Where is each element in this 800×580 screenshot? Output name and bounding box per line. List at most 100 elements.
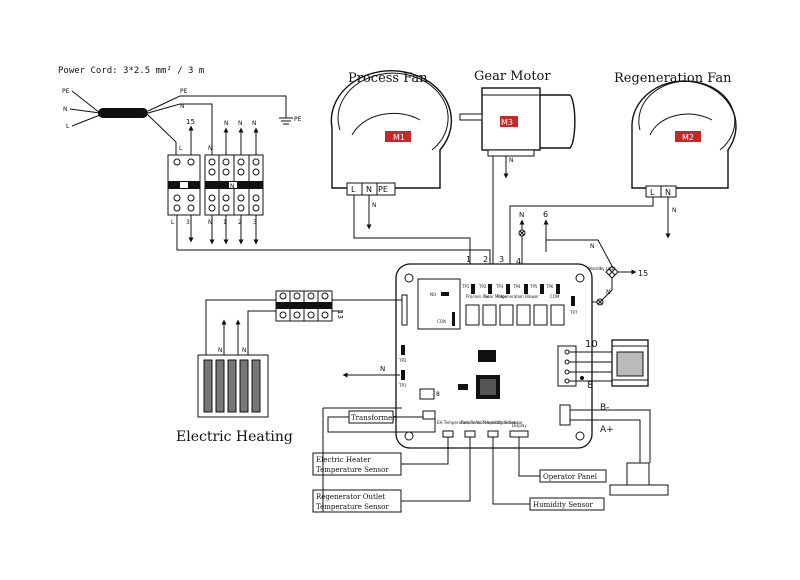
- ground-symbol: [279, 117, 293, 125]
- sensor-conn-return: [464, 430, 476, 438]
- tp-mid-b-label: TP1: [398, 383, 407, 388]
- chip-small-2: [458, 384, 468, 390]
- ten-label: 10: [585, 339, 598, 350]
- board-connector-8: [419, 388, 435, 400]
- breaker-right-top-label-3: N: [208, 145, 213, 152]
- eight-label: 8: [587, 380, 593, 391]
- board-slot-left: [401, 294, 408, 326]
- gear-motor-badge-text: M3: [501, 118, 513, 127]
- tp-label-6: TP6: [545, 284, 554, 289]
- board-terminal-1: 1: [466, 255, 471, 264]
- heater-sensor-callout-line1: Electric Heater: [316, 456, 371, 464]
- process-fan-terminal-pe: PE: [378, 185, 388, 194]
- regen-fan-n-label: N: [672, 207, 677, 214]
- regen-fan-title: Regeneration Fan: [614, 71, 732, 86]
- eight-junction: [580, 376, 584, 380]
- connector-10-pins: [564, 349, 570, 384]
- regen-fan-badge-text: M2: [682, 133, 694, 142]
- gear-motor-body: [459, 87, 576, 157]
- tp-connector-row: [471, 284, 560, 294]
- power-cord-label: Power Cord: 3*2.5 mm² / 3 m: [58, 66, 204, 76]
- breaker-right-feed: [180, 103, 213, 155]
- contactor-con-label: CON: [437, 319, 446, 324]
- transformer-connector: [422, 410, 436, 420]
- heater-n2-label: N: [242, 347, 247, 354]
- breaker-right-mid-label: N: [230, 183, 235, 190]
- connector-10: [557, 345, 577, 387]
- lamp-symbol-top: [518, 229, 526, 237]
- heater-n-label: N: [218, 347, 223, 354]
- process-fan-housing: [330, 70, 453, 189]
- board-terminal-3: 3: [499, 255, 504, 264]
- transformer-wires: [327, 416, 436, 433]
- four-label: 4: [516, 257, 521, 266]
- process-fan-badge: [385, 131, 411, 142]
- tp-label-4: TP4: [512, 284, 521, 289]
- process-fan-n-label: N: [372, 202, 377, 209]
- mount-hole-bl: [404, 431, 414, 441]
- sensor-label-display: Display: [512, 423, 527, 428]
- gear-motor-badge: [500, 116, 518, 127]
- ground-pe-label: PE: [294, 116, 302, 123]
- relay-bank: [465, 304, 565, 326]
- operator-panel-wire: [518, 437, 540, 477]
- process-fan-l-wire: [353, 195, 471, 264]
- board-small-label-gear: Gear Motor: [484, 294, 507, 299]
- heater-sensor-wire: [401, 437, 449, 465]
- operator-panel-callout-text: Operator Panel: [543, 473, 598, 481]
- b-minus-label: B-: [600, 403, 609, 413]
- chip-mcu: [476, 375, 500, 399]
- heater-wires: [205, 299, 402, 355]
- board-small-label-com: COM: [550, 294, 560, 299]
- transformer-callout-text: Transformer: [351, 414, 396, 422]
- rs485-wires: [570, 409, 651, 463]
- regen-fan-terminal-l: L: [650, 188, 655, 197]
- mount-hole-br: [575, 431, 585, 441]
- breaker-right-top-label-1: N: [238, 120, 243, 127]
- contactor-switch: [441, 292, 449, 296]
- six-top-label: 6: [543, 210, 548, 219]
- humidity-wire: [492, 437, 530, 505]
- breaker-left-mid-label: L: [179, 145, 183, 152]
- regen-fan-terminal-n: N: [665, 188, 671, 197]
- board-terminal-2: 2: [483, 255, 488, 264]
- breaker-right-bot-label-1: 1: [223, 219, 227, 226]
- lamp-symbol-bottom: [596, 298, 604, 306]
- process-fan-terminal-n: N: [366, 185, 372, 194]
- contactor-coil: [452, 312, 455, 326]
- gear-motor-title: Gear Motor: [474, 69, 551, 84]
- board-small-label-process: Process Fan: [466, 294, 490, 299]
- tp-mid-b: [401, 370, 405, 380]
- electric-heating-title: Electric Heating: [176, 429, 293, 445]
- regen-sensor-callout-line1: Regenerator Outlet: [316, 493, 385, 501]
- tp7-connector: [571, 296, 575, 306]
- tp-mid-a-label: TP2: [398, 358, 407, 363]
- sensor-conn-eh: [442, 430, 454, 438]
- process-fan-terminal-l: L: [351, 185, 356, 194]
- board-n-left-label: N: [380, 365, 385, 373]
- thirteen-label: 13: [336, 310, 344, 319]
- contactor-no-label: NO: [430, 292, 436, 297]
- sensor-label-return: Return Air Temperature Sensor: [461, 420, 523, 425]
- breaker-right-bot-label-3: 3: [253, 219, 257, 226]
- connector-10-wires: [569, 351, 612, 382]
- breaker-right-bot-label-0: N: [208, 219, 213, 226]
- standby-label: Standby Light: [588, 266, 616, 271]
- regen-fan-badge: [675, 131, 701, 142]
- cord-n-wire-label: N: [180, 103, 185, 110]
- cord-fan-out: [147, 95, 287, 143]
- breaker-left-down: [176, 215, 491, 264]
- regen-sensor-wire: [401, 437, 471, 502]
- board-small-label-regen: Regeneration Blower: [497, 294, 539, 299]
- tp-label-5: TP5: [529, 284, 538, 289]
- sensor-conn-humidity: [487, 430, 499, 438]
- regen-fan-l-wire: [509, 197, 654, 264]
- gear-motor-n-label: N: [509, 157, 514, 164]
- a-plus-label: A+: [600, 425, 614, 435]
- sensor-label-eh: EH Temperature Sensor: [437, 420, 484, 425]
- mount-hole-tr: [575, 273, 585, 283]
- rs485-device: [609, 462, 669, 496]
- stepper-motor: [611, 339, 649, 387]
- breaker-left: [167, 154, 201, 216]
